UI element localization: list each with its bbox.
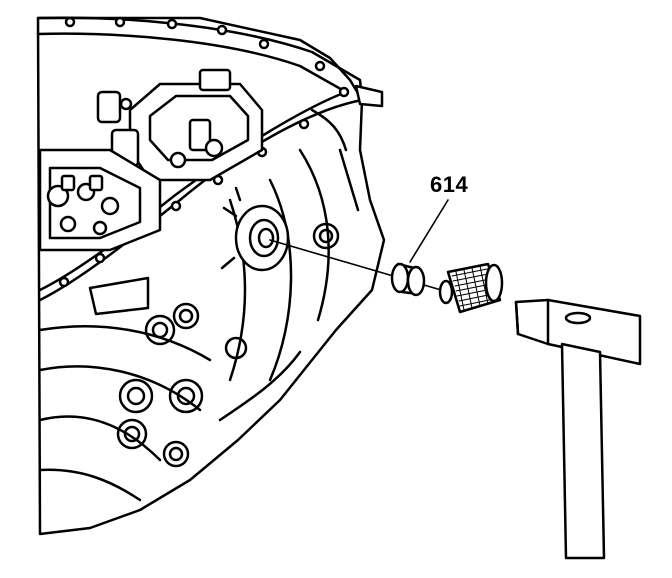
callout-label: 614 (430, 172, 469, 197)
transmission-case (38, 18, 384, 534)
callout-leader-line (410, 200, 448, 262)
valve-body (40, 70, 262, 250)
seal-installer-tool (440, 264, 502, 312)
knurling-pattern (452, 264, 499, 310)
seal-bore (236, 206, 288, 270)
hammer (516, 300, 640, 558)
bushing-seal (392, 264, 424, 295)
